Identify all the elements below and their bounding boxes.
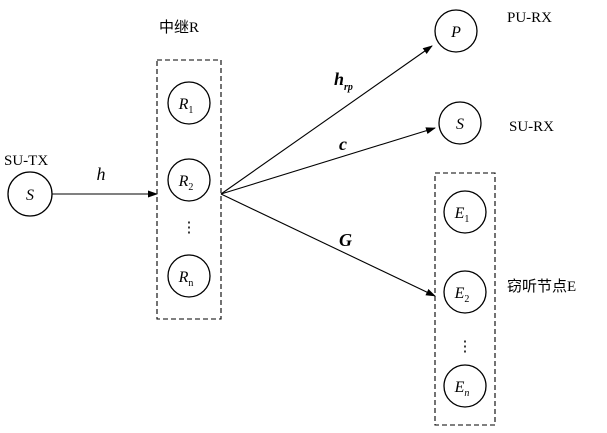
relay-ellipsis: ⋮ [182, 220, 197, 236]
source-node: S [8, 172, 52, 216]
relay-node-2: R2 [168, 159, 210, 201]
edge-G [221, 194, 435, 296]
eve-node-n-symbol: E [454, 379, 465, 396]
relay-group-label: 中继R [159, 19, 199, 36]
primary-rx-symbol: P [450, 24, 461, 41]
eve-node-n-sub: n [464, 388, 469, 399]
eve-ellipsis: ⋮ [458, 339, 473, 355]
primary-rx-node: P [435, 10, 477, 52]
eve-node-1-symbol: E [454, 205, 465, 222]
channel-c-label: c [339, 134, 347, 154]
eve-node-n: En [444, 365, 486, 407]
relay-node-2-sub: 2 [188, 182, 193, 193]
eve-node-1: E1 [444, 191, 486, 233]
secondary-rx-label: SU-RX [509, 119, 554, 135]
source-symbol: S [26, 187, 34, 204]
relay-node-1-sub: 1 [188, 105, 193, 116]
eve-node-2: E2 [444, 271, 486, 313]
relay-node-n: Rn [168, 255, 210, 297]
relay-node-1: R1 [168, 82, 210, 124]
eve-group-label: 窃听节点E [507, 278, 576, 295]
channel-hrp-label: hrp [334, 69, 353, 93]
edge-c [221, 128, 435, 194]
eve-node-2-symbol: E [454, 285, 465, 302]
relay-node-2-symbol: R [178, 173, 189, 190]
source-label: SU-TX [4, 153, 48, 169]
eve-node-1-sub: 1 [464, 214, 469, 225]
relay-node-n-symbol: R [178, 269, 189, 286]
primary-rx-label: PU-RX [507, 10, 552, 26]
edge-hrp [221, 46, 432, 194]
relay-node-1-symbol: R [178, 96, 189, 113]
channel-G-label: G [339, 230, 352, 250]
relay-node-n-sub: n [188, 278, 193, 289]
secondary-rx-symbol: S [456, 116, 464, 133]
channel-h-label: h [97, 164, 106, 184]
eve-node-2-sub: 2 [464, 294, 469, 305]
secondary-rx-node: S [439, 102, 481, 144]
